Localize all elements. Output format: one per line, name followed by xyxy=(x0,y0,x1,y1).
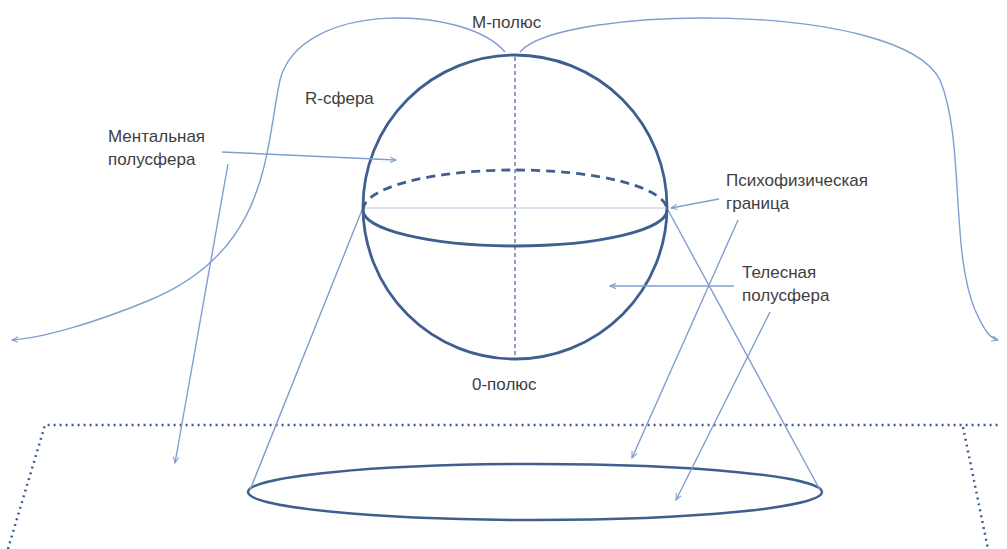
label-text: R-сфера xyxy=(305,88,374,111)
equator-back xyxy=(363,170,667,210)
label-text: 0-полюс xyxy=(472,374,537,397)
equator-front xyxy=(363,210,667,246)
sphere-axis xyxy=(514,57,515,357)
r-sphere xyxy=(363,55,667,359)
curve-arrow xyxy=(520,18,998,340)
projection-ellipse xyxy=(248,464,822,520)
leader-line xyxy=(632,220,738,458)
plane-outline xyxy=(963,427,988,549)
curve-arrow xyxy=(12,18,505,340)
leader-line xyxy=(676,312,770,500)
leader-line xyxy=(610,285,734,286)
projection-line xyxy=(668,210,820,490)
label-text: Телесная полусфера xyxy=(742,262,852,308)
leader-line xyxy=(222,152,396,160)
label-text: Психофизическая граница xyxy=(726,170,891,216)
projection-line xyxy=(250,210,362,490)
leader-line xyxy=(671,199,719,208)
leader-line xyxy=(175,164,228,463)
equator-line xyxy=(364,208,666,209)
label-text: Ментальная полусфера xyxy=(108,126,220,172)
plane-outline xyxy=(8,425,1000,549)
label-text: М-полюс xyxy=(472,12,541,35)
